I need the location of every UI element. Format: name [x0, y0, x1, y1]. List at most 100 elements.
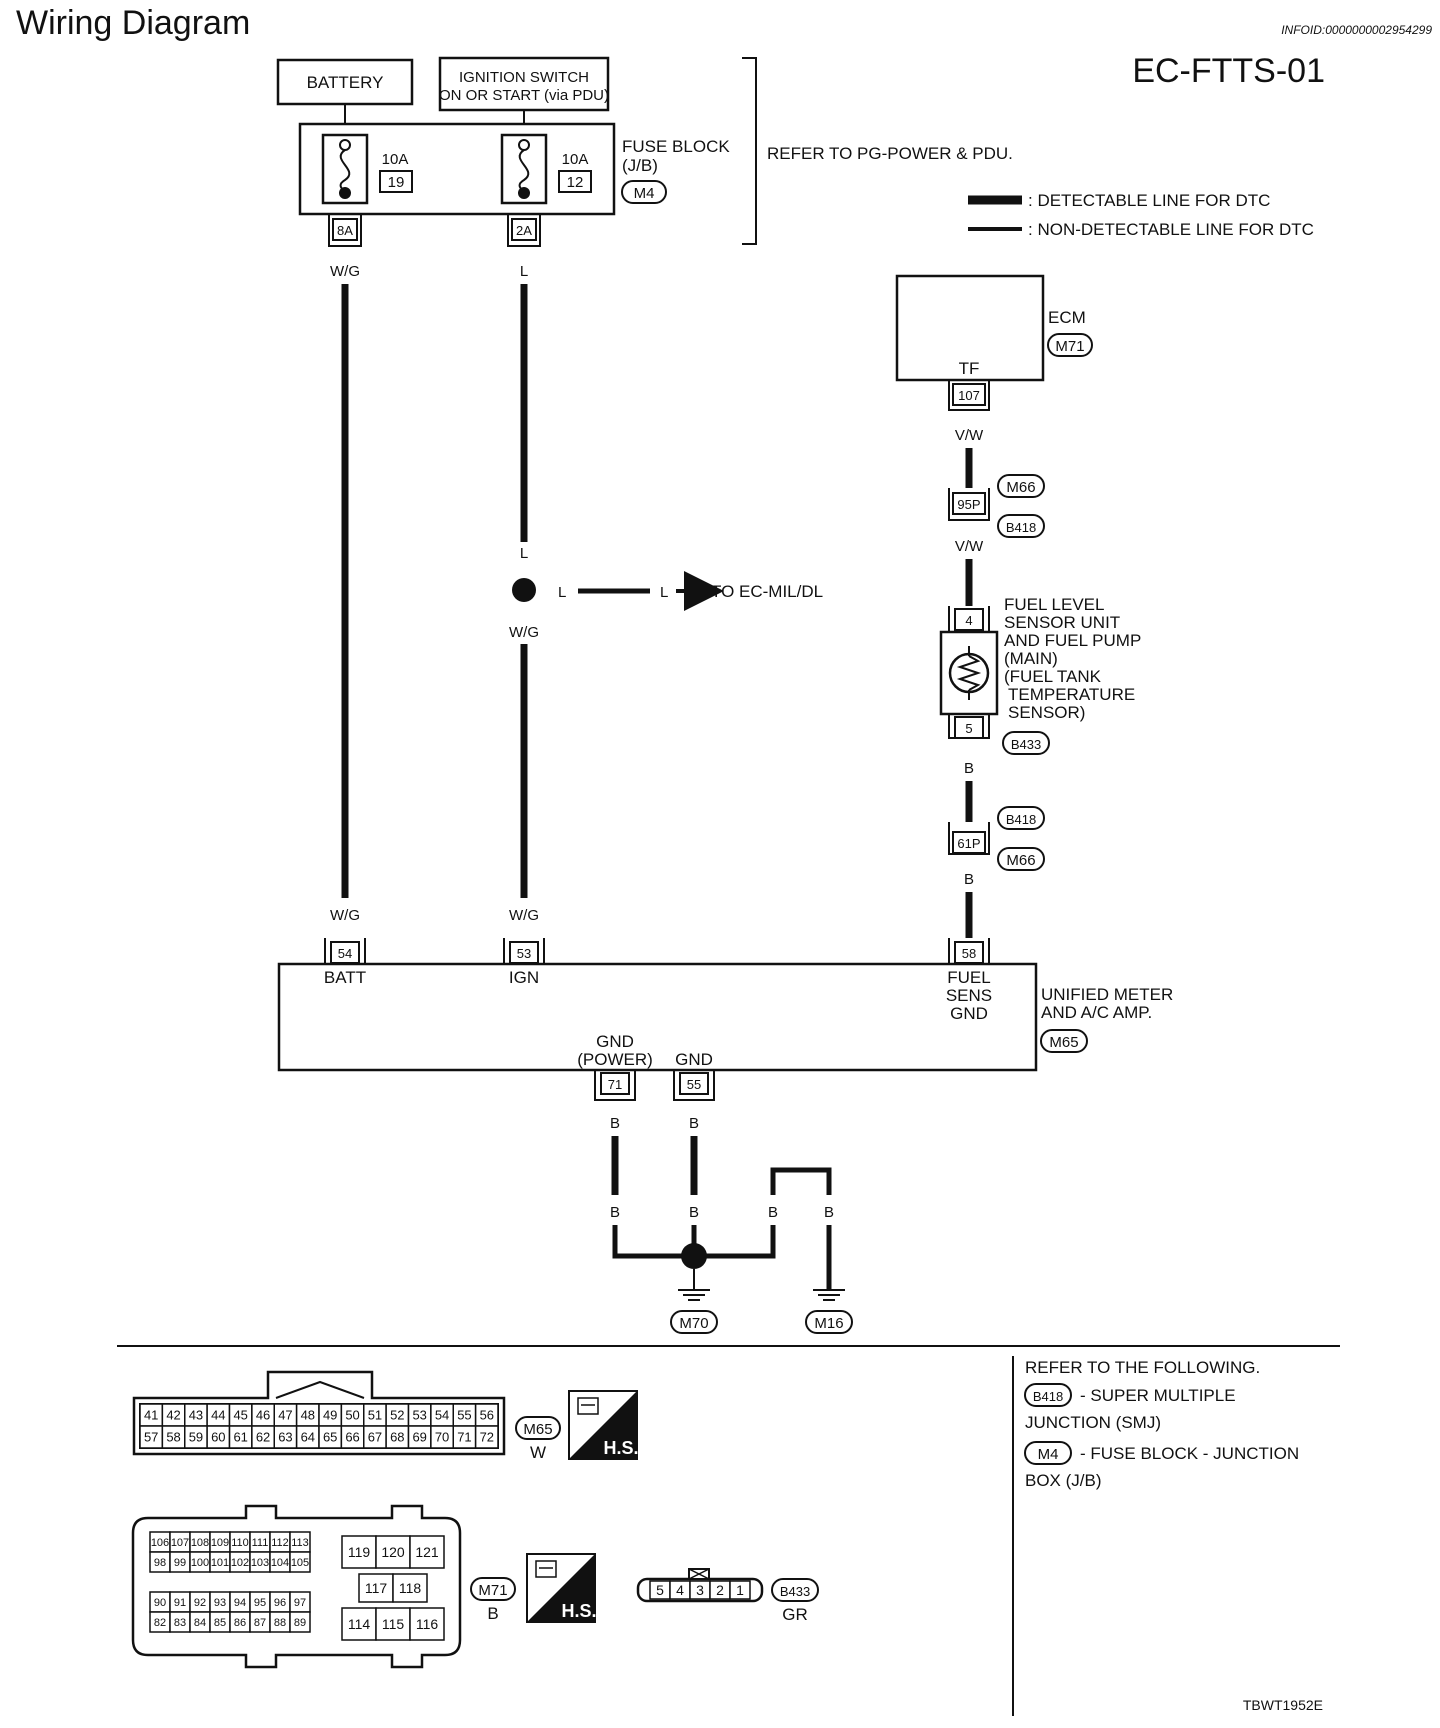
fuse-12-rating: 10A [562, 151, 589, 168]
connector-pin-number: 118 [399, 1580, 422, 1596]
battery-box: BATTERY [276, 58, 414, 106]
connector-pin-number: 61 [233, 1430, 247, 1445]
fuse-block-label-2: (J/B) [622, 156, 658, 175]
connector-pin-number: 67 [368, 1430, 382, 1445]
connector-cavity [409, 1607, 445, 1641]
joint-61p-conn-m66: M66 [1006, 852, 1035, 869]
connector-cavity [409, 1535, 445, 1569]
fuse-19-rating: 10A [382, 151, 409, 168]
connector-cavity [341, 1607, 377, 1641]
connector-pin-number: 106 [151, 1537, 169, 1549]
wire-color-vw-2: V/W [955, 538, 984, 555]
connector-pin-number: 121 [415, 1544, 439, 1560]
m71-color: B [487, 1604, 498, 1623]
connector-cavity [392, 1573, 428, 1603]
sensor-box [939, 630, 999, 716]
connector-pin-number: 65 [323, 1430, 337, 1445]
meter-label-gnd-power-2: (POWER) [577, 1050, 653, 1069]
connector-pin-number: 93 [214, 1597, 226, 1609]
sensor-label-1: FUEL LEVEL [1004, 595, 1104, 614]
connector-pin-number: 117 [365, 1580, 388, 1596]
connector-pin-number: 112 [271, 1537, 289, 1549]
wire-color-wg-bottom: W/G [330, 907, 360, 924]
legend-detectable: : DETECTABLE LINE FOR DTC [1028, 191, 1270, 210]
connector-pin-number: 114 [348, 1616, 371, 1632]
refer-pg-note: REFER TO PG-POWER & PDU. [767, 144, 1013, 163]
connector-cavity [289, 1551, 311, 1573]
connector-pin-number: 113 [291, 1537, 309, 1549]
connector-pin-number: 102 [231, 1557, 249, 1569]
fuse-block-label-1: FUSE BLOCK [622, 137, 730, 156]
refer-item1-text2: JUNCTION (SMJ) [1025, 1413, 1161, 1432]
connector-pin-number: 83 [174, 1617, 186, 1629]
connector-cavity [729, 1580, 751, 1600]
connector-pin-number: 57 [144, 1430, 158, 1445]
hs-badge-icon: H.S. [526, 1553, 597, 1623]
meter-label-gnd-power-1: GND [596, 1032, 634, 1051]
wire-color-b-gnd-2: B [689, 1204, 699, 1221]
connector-pin-number: 45 [233, 1408, 247, 1423]
connector-pin-number: 69 [412, 1430, 426, 1445]
connector-pin-number: 72 [480, 1430, 494, 1445]
connector-pin-number: 96 [274, 1597, 286, 1609]
wire-color-b-1: B [964, 760, 974, 777]
meter-label-fuel-2: SENS [946, 986, 992, 1005]
connector-pin-number: 55 [457, 1408, 471, 1423]
connector-pin-number: 82 [154, 1617, 166, 1629]
ignition-label-2: ON OR START (via PDU) [439, 87, 609, 104]
connector-pin-number: 85 [214, 1617, 226, 1629]
connector-pin-number: 86 [234, 1617, 246, 1629]
refer-item2-text1: - FUSE BLOCK - JUNCTION [1080, 1444, 1299, 1463]
b433-name: B433 [780, 1584, 810, 1599]
connector-pin-number: 101 [211, 1557, 229, 1569]
unified-meter-box: BATT IGN FUEL SENS GND GND (POWER) GND [277, 962, 1038, 1072]
hs-badge-icon: H.S. [568, 1390, 639, 1460]
meter-label-batt: BATT [324, 968, 366, 987]
fuse-12-number: 12 [567, 174, 584, 191]
connector-pin-number: 4 [676, 1582, 684, 1598]
wire-color-l-branch: L [558, 584, 566, 601]
connector-pin-number: 92 [194, 1597, 206, 1609]
meter-pin-55: 55 [687, 1077, 701, 1092]
connector-pin-number: 119 [348, 1544, 371, 1560]
ground-m16: M16 [814, 1315, 843, 1332]
connector-pin-number: 120 [381, 1544, 405, 1560]
fuse-19-number: 19 [388, 174, 405, 191]
connector-pin-number: 50 [345, 1408, 359, 1423]
connector-pin-number: 63 [278, 1430, 292, 1445]
page-title: Wiring Diagram [16, 4, 250, 42]
connector-pin-number: 41 [144, 1408, 158, 1423]
wire-color-l-mid: L [520, 545, 528, 562]
sensor-label-4: (MAIN) [1004, 649, 1058, 668]
wire-color-b-gnd-1: B [689, 1115, 699, 1132]
connector-pin-number: 2 [716, 1582, 724, 1598]
connector-pin-number: 87 [254, 1617, 266, 1629]
splice-point [512, 578, 536, 602]
connector-pin-number: 53 [412, 1408, 426, 1423]
joint-95p-conn-m66: M66 [1006, 479, 1035, 496]
ecm-box: TF [895, 274, 1045, 382]
info-id: INFOID:0000000002954299 [1281, 23, 1432, 37]
sensor-pin-4: 4 [965, 613, 972, 628]
connector-pin-number: 98 [154, 1557, 166, 1569]
connector-pin-number: 99 [174, 1557, 186, 1569]
ecm-pin-107: 107 [958, 388, 980, 403]
connector-pin-number: 62 [256, 1430, 270, 1445]
diagram-code: EC-FTTS-01 [1132, 52, 1325, 90]
connector-pin-number: 95 [254, 1597, 266, 1609]
thermistor-icon [956, 655, 982, 691]
wire-color-l-branch-end: L [660, 584, 668, 601]
pin-8a: 8A [337, 223, 353, 238]
sensor-label-6: TEMPERATURE [1008, 685, 1135, 704]
to-ec-mil-dl: TO EC-MIL/DL [711, 582, 823, 601]
connector-pin-number: 56 [480, 1408, 494, 1423]
wire-color-wg-top: W/G [330, 263, 360, 280]
refer-item1-text1: - SUPER MULTIPLE [1080, 1386, 1236, 1405]
connector-pin-number: 105 [291, 1557, 309, 1569]
joint-95p-conn-b418: B418 [1006, 520, 1036, 535]
meter-pin-53: 53 [517, 946, 531, 961]
connector-pin-number: 43 [189, 1408, 203, 1423]
connector-pin-number: 54 [435, 1408, 449, 1423]
